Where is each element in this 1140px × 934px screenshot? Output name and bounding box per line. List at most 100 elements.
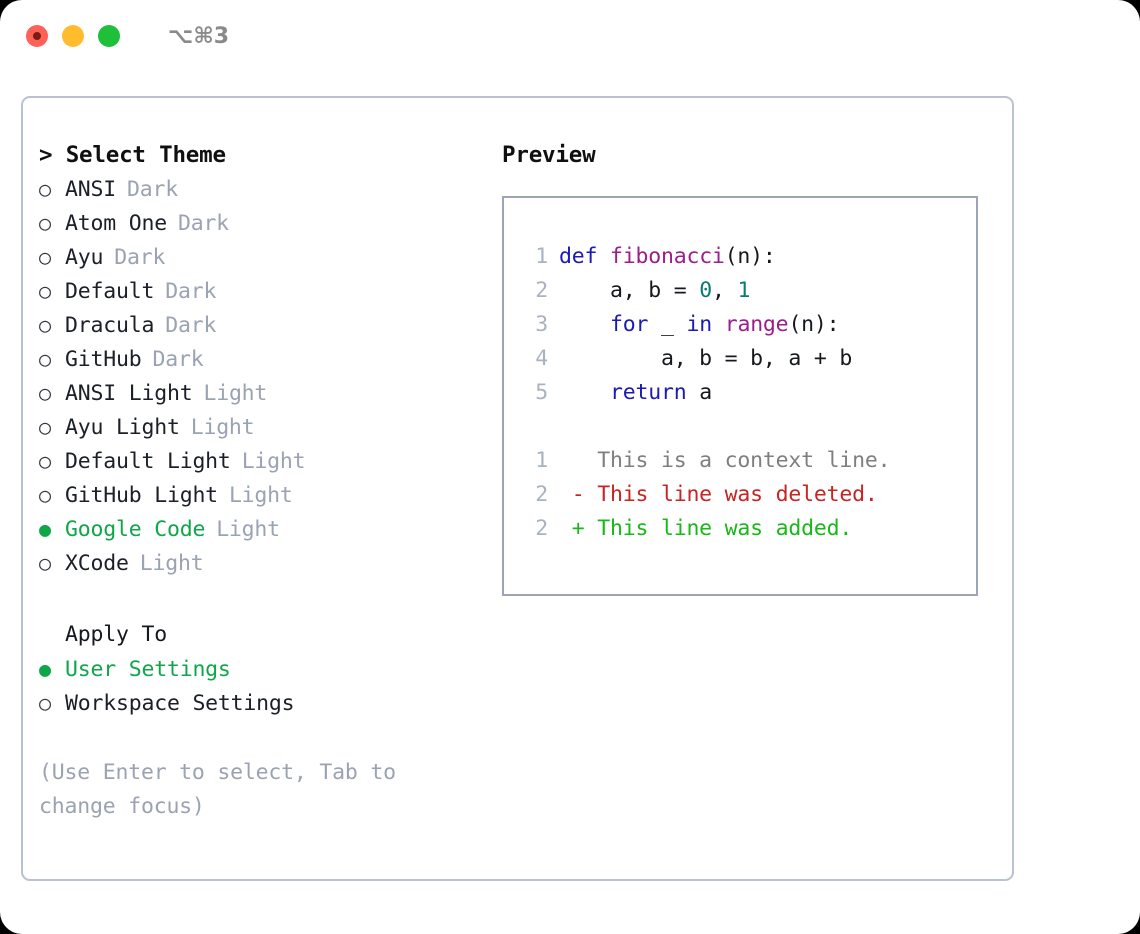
theme-name-label: Ayu (65, 245, 104, 270)
line-number: 5 (535, 380, 548, 405)
theme-list-item[interactable]: ○ Default Light Light (39, 444, 489, 478)
radio-empty-icon: ○ (39, 347, 51, 371)
theme-name-label: Default Light (65, 449, 231, 474)
select-theme-heading: > Select Theme (39, 142, 226, 168)
code-token: a, b = (559, 278, 700, 303)
window-controls (26, 25, 120, 47)
theme-name-label: ANSI (65, 177, 116, 202)
maximize-window-icon[interactable] (98, 25, 120, 47)
theme-list-item[interactable]: ● Google Code Light (39, 512, 489, 546)
line-number: 2 (535, 482, 548, 507)
line-number: 2 (535, 278, 548, 303)
theme-name-label: Dracula (65, 313, 155, 338)
theme-variant-tag: Dark (165, 279, 217, 304)
line-number: 1 (535, 448, 548, 473)
code-line-text: a, b = 0, 1 (559, 274, 750, 308)
line-number: 3 (535, 312, 548, 337)
theme-variant-tag: Light (216, 517, 280, 542)
code-line: 3 for _ in range(n): (514, 308, 890, 342)
theme-list-item[interactable]: ○ Ayu Dark (39, 240, 489, 274)
code-token: 0 (699, 278, 712, 303)
code-token (559, 380, 610, 405)
radio-empty-icon: ○ (39, 381, 51, 405)
radio-empty-icon: ○ (39, 449, 51, 473)
apply-to-option[interactable]: ○Workspace Settings (39, 686, 489, 720)
code-token: fibonacci (609, 244, 725, 269)
radio-empty-icon: ○ (39, 483, 51, 507)
diff-line: 2 - This line was deleted. (514, 478, 890, 512)
apply-to-options[interactable]: ● User Settings ○Workspace Settings (39, 652, 489, 720)
theme-name-label: Atom One (65, 211, 167, 236)
theme-name-label: Ayu Light (65, 415, 180, 440)
radio-selected-icon: ● (39, 657, 51, 681)
theme-list-item[interactable]: ○ Atom One Dark (39, 206, 489, 240)
radio-empty-icon: ○ (39, 211, 51, 235)
diff-line-text: + This line was added. (559, 516, 853, 541)
code-line-text: def fibonacci(n): (559, 240, 776, 274)
theme-variant-tag: Dark (165, 313, 217, 338)
radio-empty-icon: ○ (39, 415, 51, 439)
minimize-window-icon[interactable] (62, 25, 84, 47)
code-line-text: return a (559, 376, 712, 410)
theme-variant-tag: Dark (114, 245, 166, 270)
code-line: 2 a, b = 0, 1 (514, 274, 890, 308)
theme-list-item[interactable]: ○ Dracula Dark (39, 308, 489, 342)
code-token: for (609, 312, 649, 337)
diff-line-text: - This line was deleted. (559, 482, 878, 507)
close-window-icon[interactable] (26, 25, 48, 47)
radio-selected-icon: ● (39, 517, 51, 541)
radio-empty-icon: ○ (39, 279, 51, 303)
keyboard-hint-text: (Use Enter to select, Tab to change focu… (39, 760, 396, 819)
code-token: a (686, 380, 712, 405)
code-line: 5 return a (514, 376, 890, 410)
apply-to-option-label: User Settings (65, 657, 231, 682)
diff-line: 1 This is a context line. (514, 444, 890, 478)
title-bar: ⌥⌘3 (0, 0, 1140, 78)
code-token: range (724, 312, 789, 337)
code-token: _ (648, 312, 687, 337)
line-number: 2 (535, 516, 548, 541)
radio-empty-icon: ○ (39, 313, 51, 337)
apply-to-option[interactable]: ● User Settings (39, 652, 489, 686)
theme-name-label: XCode (65, 551, 129, 576)
theme-list-item[interactable]: ○ XCode Light (39, 546, 489, 580)
line-number: 4 (535, 346, 548, 371)
code-token: , (711, 278, 738, 303)
apply-to-heading: Apply To (65, 622, 167, 647)
theme-name-label: Google Code (65, 517, 206, 542)
theme-list-item[interactable]: ○ GitHub Dark (39, 342, 489, 376)
radio-empty-icon: ○ (39, 245, 51, 269)
apply-to-section: Apply To ● User Settings ○Workspace Settin… (39, 618, 489, 720)
radio-empty-icon: ○ (39, 551, 51, 575)
theme-variant-tag: Dark (177, 211, 229, 236)
theme-name-label: GitHub Light (65, 483, 218, 508)
theme-name-label: ANSI Light (65, 381, 193, 406)
theme-variant-tag: Dark (152, 347, 204, 372)
code-token: return (609, 380, 687, 405)
diff-line-text: This is a context line. (559, 448, 891, 473)
code-token: in (686, 312, 712, 337)
code-line-text: for _ in range(n): (559, 308, 840, 342)
code-token: (n): (724, 244, 776, 269)
theme-variant-tag: Light (139, 551, 204, 576)
code-token: (n): (788, 312, 840, 337)
code-token (559, 312, 610, 337)
code-token: def (559, 244, 610, 269)
theme-variant-tag: Light (241, 449, 306, 474)
theme-name-label: GitHub (65, 347, 142, 372)
code-diff-separator (514, 410, 890, 444)
radio-empty-icon: ○ (39, 691, 51, 715)
theme-variant-tag: Dark (126, 177, 178, 202)
